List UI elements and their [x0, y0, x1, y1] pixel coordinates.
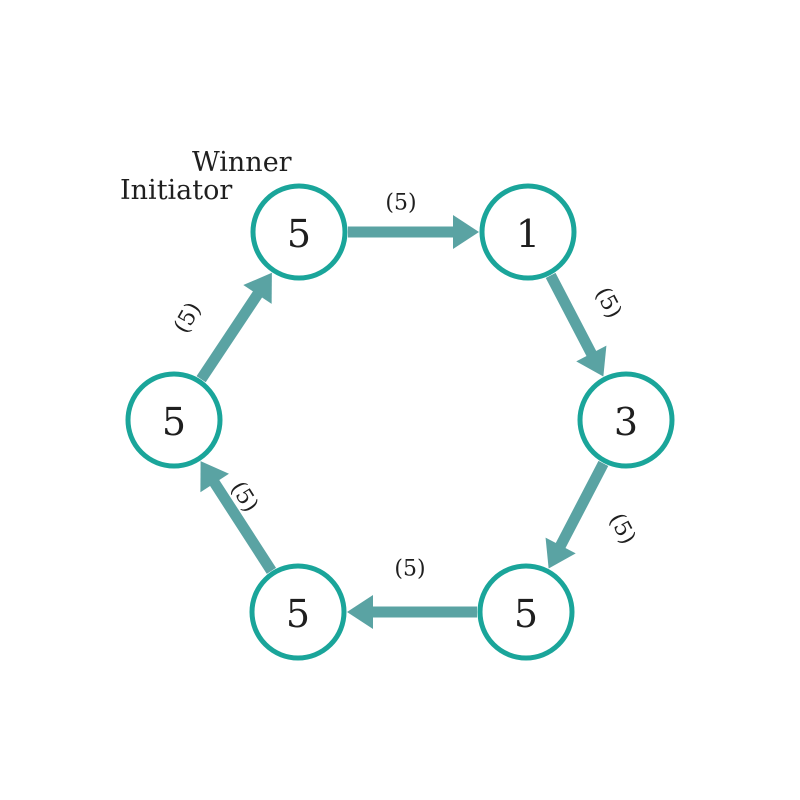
edge-label: (5): [169, 298, 206, 337]
node-value: 5: [287, 212, 311, 256]
edge-arrow-6: (5): [169, 272, 272, 383]
edge-arrow-1: (5): [348, 191, 479, 249]
node-circle: [479, 183, 577, 281]
edge-shaft: [545, 272, 598, 358]
edge-label: (5): [590, 283, 627, 322]
edge-label: (5): [385, 191, 416, 216]
winner-label: Winner: [192, 147, 292, 178]
node-circle: [250, 183, 348, 281]
arrowhead-icon: [453, 215, 479, 249]
edge-label: (5): [604, 509, 641, 548]
edge-arrow-5: (5): [200, 461, 277, 574]
initiator-label: Initiator: [120, 175, 232, 206]
edge-shaft: [208, 478, 277, 574]
node-circle: [249, 563, 347, 661]
edges-layer: (5) (5) (5) (5) (5) (5): [169, 191, 641, 629]
arrowhead-icon: [545, 537, 576, 569]
node-value: 1: [516, 212, 540, 256]
node-top-left: 5: [250, 183, 348, 281]
arrowhead-icon: [200, 461, 229, 493]
node-left: 5: [125, 371, 223, 469]
edge-shaft: [196, 289, 264, 383]
node-circle: [477, 563, 575, 661]
edge-label: (5): [394, 557, 425, 582]
edge-arrow-3: (5): [545, 460, 641, 569]
node-circle: [125, 371, 223, 469]
node-circle: [577, 371, 675, 469]
edge-arrow-2: (5): [545, 272, 627, 377]
edge-shaft: [554, 460, 609, 550]
node-value: 5: [286, 592, 310, 636]
arrowhead-icon: [347, 595, 373, 629]
node-right: 3: [577, 371, 675, 469]
nodes-layer: 5 1 3 5 5 5: [125, 183, 675, 661]
node-top-right: 1: [479, 183, 577, 281]
edge-arrow-4: (5): [347, 557, 477, 629]
node-value: 5: [162, 400, 186, 444]
arrowhead-icon: [576, 345, 607, 377]
node-bottom-left: 5: [249, 563, 347, 661]
arrowhead-icon: [243, 272, 272, 304]
node-bottom-right: 5: [477, 563, 575, 661]
node-value: 3: [614, 400, 638, 444]
node-value: 5: [514, 592, 538, 636]
